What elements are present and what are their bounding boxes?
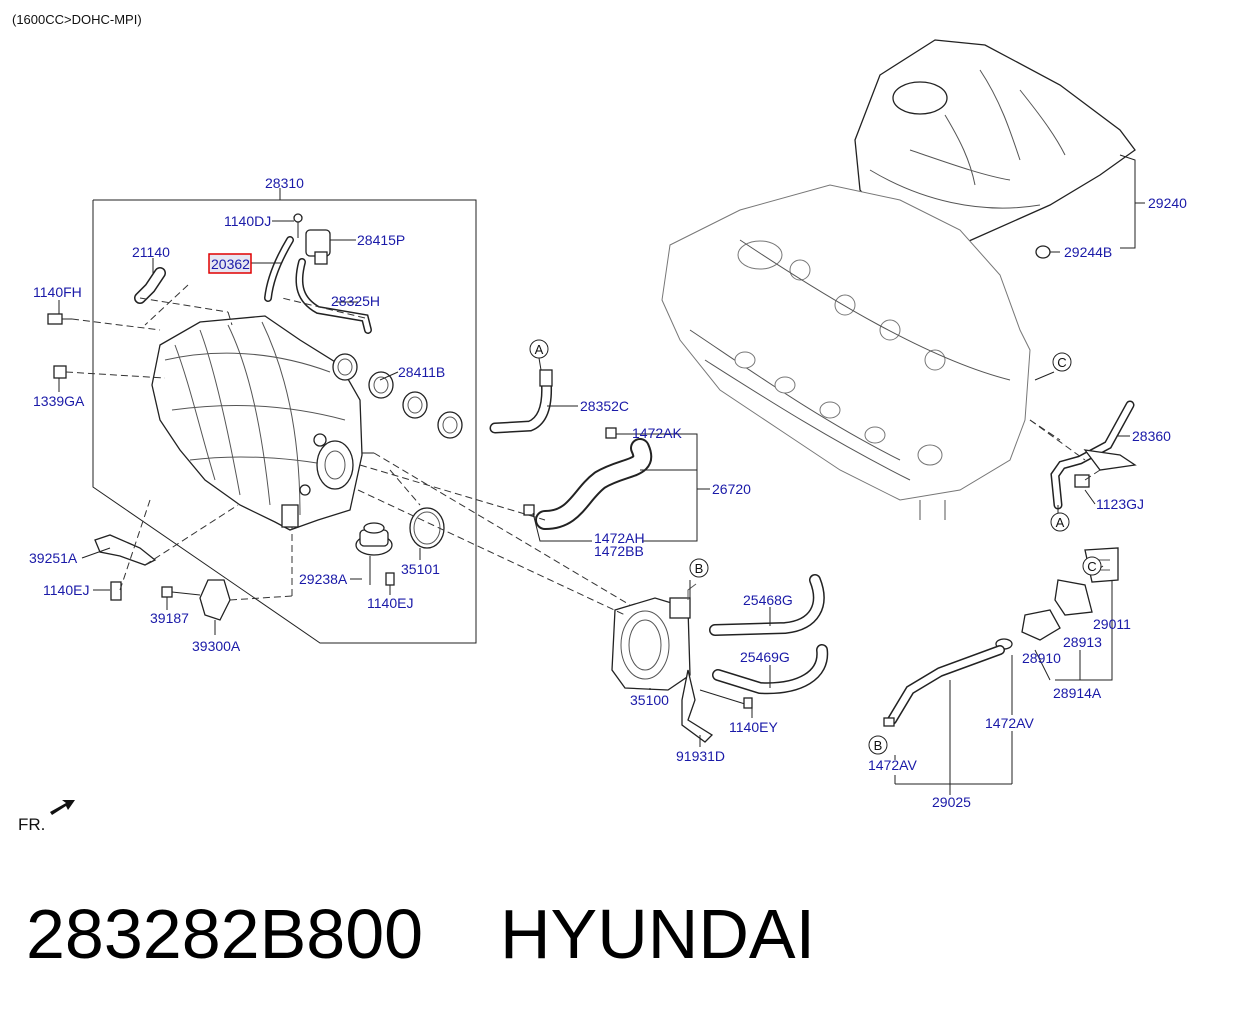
label-29244b: 29244B (1064, 244, 1112, 260)
cylinder-head (661, 184, 1031, 520)
callout-a-pipe: A (1050, 512, 1070, 532)
svg-text:B: B (874, 738, 883, 753)
vacuum-hose-28352c (489, 369, 553, 434)
manifold-bolts (47, 313, 72, 379)
label-28352c: 28352C (580, 398, 629, 414)
callout-c-valve: C (1082, 556, 1102, 576)
highlight-box-20362 (208, 253, 252, 274)
pipe-28360 (1050, 400, 1137, 510)
vacuum-hose-20362 (264, 236, 294, 302)
label-25469g: 25469G (740, 649, 790, 665)
bracket-39251a (94, 534, 157, 566)
svg-text:C: C (1087, 559, 1096, 574)
svg-text:B: B (695, 561, 704, 576)
label-28310: 28310 (265, 175, 304, 191)
label-39187: 39187 (150, 610, 189, 626)
pcv-hose-26720 (523, 427, 653, 530)
label-1472av-lower: 1472AV (868, 757, 917, 773)
callout-b-throttle: B (689, 558, 709, 578)
label-1339ga: 1339GA (33, 393, 85, 409)
hose-28325h (295, 258, 372, 334)
label-1123gj: 1123GJ (1096, 496, 1144, 512)
purge-solenoid-valve (293, 213, 331, 265)
bolt-1140ej-left (110, 581, 122, 601)
engine-cover (854, 39, 1136, 259)
wiring-bracket (681, 669, 714, 743)
label-29011: 29011 (1093, 616, 1131, 632)
intake-gasket (332, 353, 463, 439)
pcv-hose (134, 267, 166, 304)
label-29025: 29025 (932, 794, 971, 810)
arrow-icon (50, 800, 75, 815)
callout-b-hose: B (868, 735, 888, 755)
label-91931d: 91931D (676, 748, 725, 764)
vacuum-hose-29025 (883, 645, 1005, 727)
label-1472ak: 1472AK (632, 425, 682, 441)
label-1140ej-right: 1140EJ (367, 595, 413, 611)
label-26720: 26720 (712, 481, 751, 497)
label-1472ah: 1472AH (594, 530, 645, 546)
label-29240: 29240 (1148, 195, 1187, 211)
label-28325h: 28325H (331, 293, 380, 309)
label-20362-highlighted: 20362 (211, 256, 250, 272)
label-25468g: 25468G (743, 592, 793, 608)
fr-label: FR. (18, 815, 45, 834)
label-1140dj: 1140DJ (224, 213, 271, 229)
manifold-assembly-frame (92, 188, 477, 644)
svg-text:A: A (1056, 515, 1065, 530)
throttle-body (611, 583, 697, 691)
leader-lines (58, 154, 1145, 795)
label-21140: 21140 (132, 244, 170, 260)
label-1140ey: 1140EY (729, 719, 778, 735)
label-35100: 35100 (630, 692, 669, 708)
vacuum-actuator (355, 522, 395, 586)
label-28360: 28360 (1132, 428, 1171, 444)
bolt-1140ey (699, 689, 753, 709)
callout-c-head: C (1052, 352, 1072, 372)
map-sensor (161, 579, 231, 621)
part-number-title: 283282B800 (26, 895, 423, 973)
label-35101: 35101 (401, 561, 440, 577)
label-28411b: 28411B (398, 364, 445, 380)
label-1472av-upper: 1472AV (985, 715, 1034, 731)
label-28910: 28910 (1022, 650, 1061, 666)
label-29238a: 29238A (299, 571, 348, 587)
svg-text:C: C (1057, 355, 1066, 370)
brand-name: HYUNDAI (500, 895, 815, 973)
engine-code: (1600CC>DOHC-MPI) (12, 12, 142, 27)
label-28415p: 28415P (357, 232, 405, 248)
part-labels: 28310 1140DJ 28415P 21140 20362 28325H 1… (29, 175, 1187, 810)
front-direction-indicator: FR. (18, 800, 75, 834)
label-39300a: 39300A (192, 638, 241, 654)
connection-lines (65, 284, 1101, 616)
label-1472bb: 1472BB (594, 543, 644, 559)
label-28914a: 28914A (1053, 685, 1102, 701)
label-39251a: 39251A (29, 550, 78, 566)
coolant-hoses (709, 574, 829, 695)
callout-a-top: A (529, 339, 549, 371)
label-1140ej-left: 1140EJ (43, 582, 89, 598)
label-1140fh: 1140FH (33, 284, 82, 300)
intake-manifold (151, 315, 374, 531)
label-28913: 28913 (1063, 634, 1102, 650)
svg-text:A: A (535, 342, 544, 357)
